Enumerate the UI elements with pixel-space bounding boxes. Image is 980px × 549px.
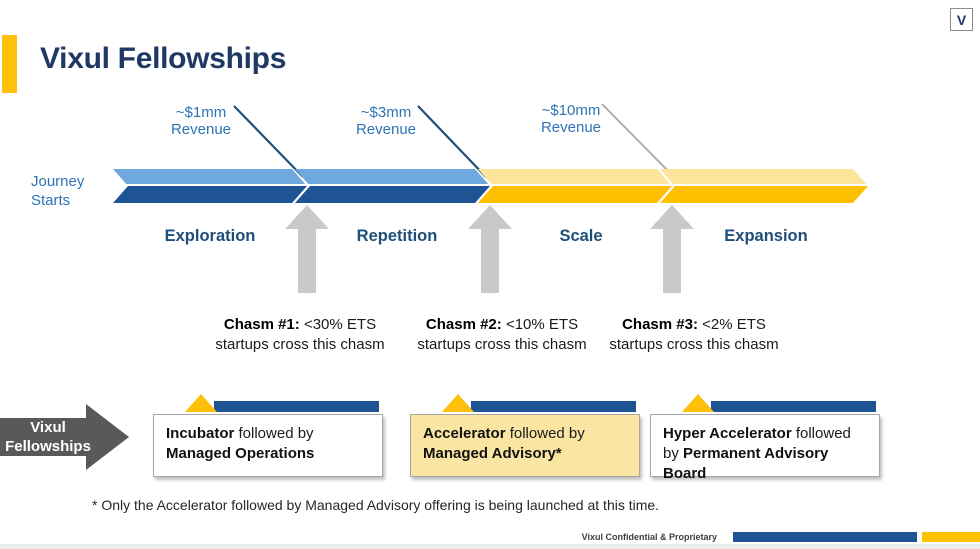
title-accent-bar — [2, 35, 17, 93]
arrow-head — [468, 205, 512, 229]
chasm-up-arrow-1-icon — [285, 205, 329, 293]
chasm-line1: Chasm #3: <2% ETS — [594, 315, 794, 335]
chasm-line2: startups cross this chasm — [417, 336, 587, 353]
chasm-note-2: Chasm #2: <10% ETS startups cross this c… — [402, 315, 602, 355]
offer-card-hyper-accelerator: Hyper Accelerator followed by Permanent … — [650, 394, 880, 482]
milestone-label-2: ~$3mm Revenue — [331, 104, 441, 138]
fellowships-arrow-shaft — [0, 418, 86, 456]
stage-label-expansion: Expansion — [724, 227, 808, 245]
arrow-head — [650, 205, 694, 229]
milestone-label-3: ~$10mm Revenue — [516, 102, 626, 136]
milestone-amount: ~$10mm — [541, 102, 601, 119]
offer-lead: Incubator — [166, 425, 235, 442]
milestone-caption: Revenue — [355, 121, 417, 138]
chasm-stat: <2% ETS — [702, 316, 766, 333]
offer-tail: Managed Operations — [166, 445, 315, 462]
chasm-stat: <10% ETS — [505, 316, 579, 333]
chasm-stat: <30% ETS — [303, 316, 377, 333]
milestone-caption: Revenue — [170, 121, 232, 138]
offer-lead: Accelerator — [423, 425, 506, 442]
offer-card-text: Accelerator followed by Managed Advisory… — [423, 424, 627, 464]
chasm-label: Chasm #2: — [425, 316, 502, 333]
timeline-segment-repetition — [295, 169, 490, 203]
footer-gold-bar — [922, 532, 980, 542]
chasm-up-arrow-2-icon — [468, 205, 512, 293]
offer-tail: Permanent Advisory Board — [663, 445, 829, 482]
offer-lead: Hyper Accelerator — [663, 425, 792, 442]
stage-label-exploration: Exploration — [164, 227, 256, 245]
arrow-shaft — [481, 229, 499, 293]
timeline-segment-exploration — [113, 169, 307, 203]
offer-middle: followed by — [234, 425, 314, 442]
journey-line2: Starts — [31, 192, 71, 209]
milestone-amount: ~$1mm — [175, 104, 227, 121]
offer-card-text: Hyper Accelerator followed by Permanent … — [663, 424, 867, 484]
card-accent-bar — [711, 401, 876, 412]
footer-blue-bar — [733, 532, 917, 542]
chasm-line2: startups cross this chasm — [215, 336, 385, 353]
offer-card-text: Incubator followed by Managed Operations — [166, 424, 370, 464]
vixul-logo-icon: V — [950, 8, 973, 31]
page-title: Vixul Fellowships — [40, 42, 287, 75]
fellowships-arrow-head-icon — [86, 404, 129, 470]
timeline-segment-scale — [478, 169, 672, 203]
fellowships-arrow-label: Vixul Fellowships — [0, 418, 96, 456]
chasm-note-3: Chasm #3: <2% ETS startups cross this ch… — [594, 315, 794, 355]
offer-tail: Managed Advisory* — [423, 445, 562, 462]
chasm-up-arrow-3-icon — [650, 205, 694, 293]
milestone-amount: ~$3mm — [360, 104, 412, 121]
chasm-line1: Chasm #2: <10% ETS — [402, 315, 602, 335]
chasm-note-1: Chasm #1: <30% ETS startups cross this c… — [200, 315, 400, 355]
arrow-shaft — [298, 229, 316, 293]
card-accent-triangle-icon — [185, 394, 217, 412]
offer-middle: followed by — [663, 425, 851, 462]
offer-middle: followed by — [505, 425, 585, 442]
vixul-logo-letter: V — [956, 11, 967, 28]
timeline-segment-expansion — [660, 169, 868, 203]
chasm-label: Chasm #3: — [622, 316, 698, 333]
stage-label-repetition: Repetition — [356, 227, 438, 245]
journey-starts-label: Journey Starts — [31, 172, 84, 210]
card-accent-bar — [471, 401, 636, 412]
chasm-line1: Chasm #1: <30% ETS — [200, 315, 400, 335]
milestone-label-1: ~$1mm Revenue — [146, 104, 256, 138]
chasm-line2: startups cross this chasm — [609, 336, 779, 353]
arrow-head — [285, 205, 329, 229]
card-accent-bar — [214, 401, 379, 412]
stage-label-scale: Scale — [559, 227, 603, 245]
chasm-label: Chasm #1: — [223, 316, 300, 333]
offer-card-incubator: Incubator followed by Managed Operations — [153, 394, 383, 477]
footer-confidential: Vixul Confidential & Proprietary — [581, 532, 717, 542]
card-accent-triangle-icon — [442, 394, 474, 412]
journey-line1: Journey — [31, 173, 85, 190]
card-accent-triangle-icon — [682, 394, 714, 412]
arrow-shaft — [663, 229, 681, 293]
footer-bottom-strip — [0, 544, 980, 549]
milestone-caption: Revenue — [540, 119, 602, 136]
fellowships-arrow-line1: Vixul — [30, 419, 66, 436]
footnote: * Only the Accelerator followed by Manag… — [92, 497, 660, 513]
offer-card-accelerator: Accelerator followed by Managed Advisory… — [410, 394, 640, 477]
fellowships-arrow-line2: Fellowships — [5, 438, 91, 455]
